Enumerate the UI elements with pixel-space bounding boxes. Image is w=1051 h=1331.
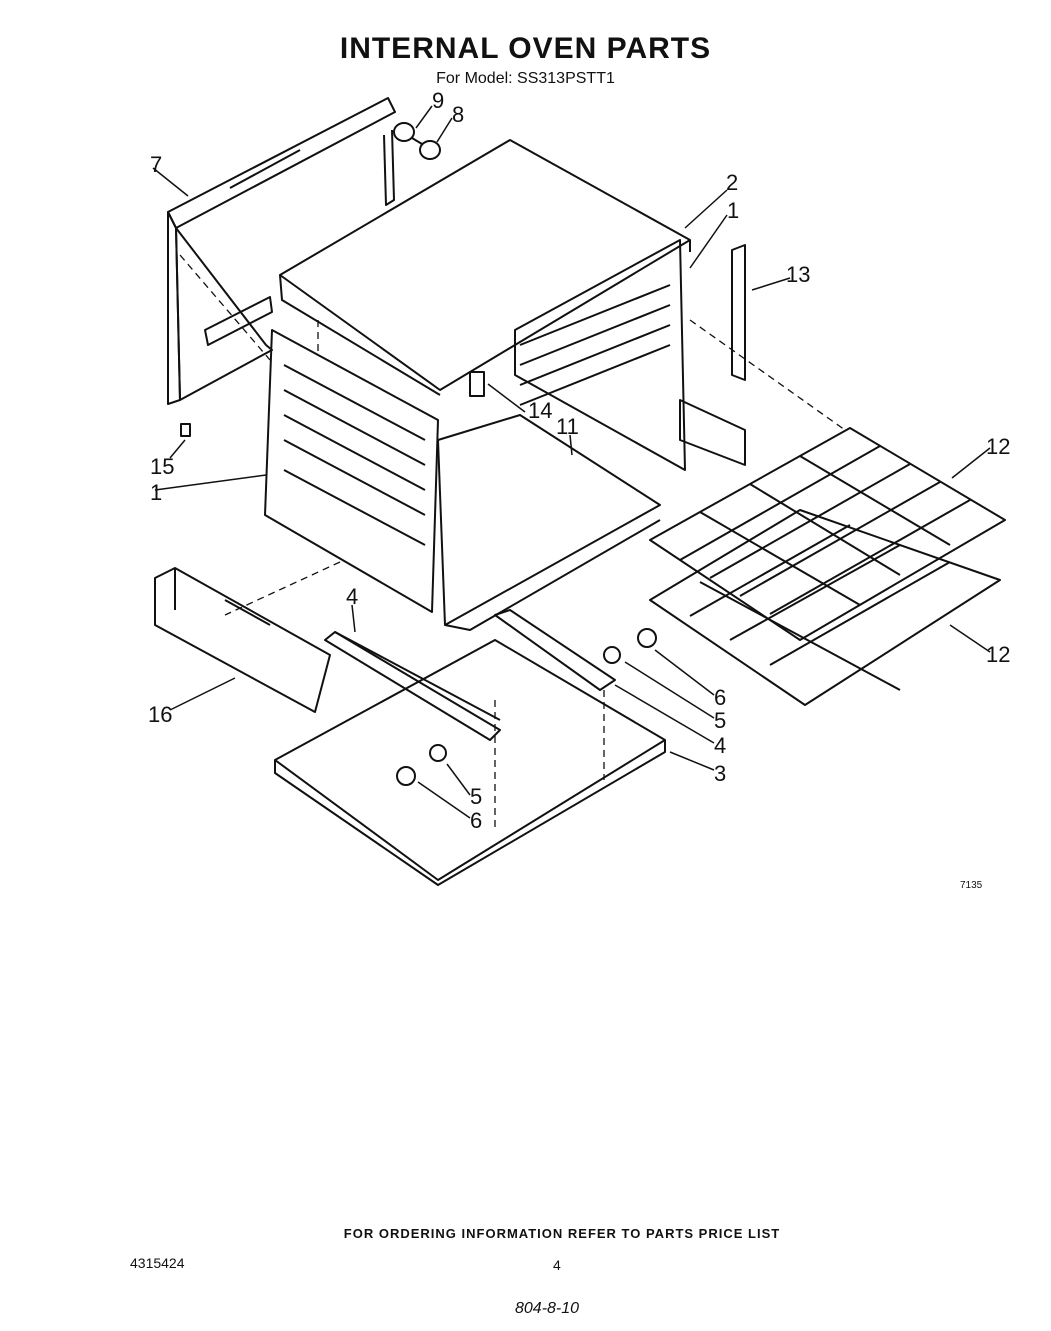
oven-bottom-part-11 — [437, 414, 661, 631]
side-panel-right-part-1 — [514, 239, 746, 471]
right-strip-part-13 — [731, 244, 746, 381]
callout-11: 11 — [556, 414, 579, 439]
callout-5-right: 5 — [714, 708, 726, 733]
oven-rack-lower-part-12 — [649, 509, 1001, 706]
rear-panel-part-7 — [167, 97, 396, 405]
callout-3: 3 — [714, 761, 726, 786]
callout-4-right: 4 — [714, 733, 726, 758]
callout-4-left: 4 — [346, 584, 358, 609]
handwritten-note: 804-8-10 — [515, 1300, 580, 1317]
callout-7: 7 — [150, 152, 162, 177]
front-trim-part-16 — [154, 567, 331, 713]
page-number: 4 — [553, 1257, 561, 1273]
rail-left-part-4 — [324, 631, 501, 741]
callout-13: 13 — [786, 262, 810, 287]
callout-12-lower: 12 — [986, 642, 1010, 667]
callout-5-left: 5 — [470, 784, 482, 809]
diagram-code: 7135 — [960, 880, 983, 891]
callout-2: 2 — [726, 170, 738, 195]
side-panel-left-part-1 — [204, 296, 439, 613]
light-bulb-part-8 — [411, 137, 441, 160]
roller-cap-part-6 — [396, 628, 657, 786]
bracket-part — [383, 129, 395, 206]
ordering-footer: FOR ORDERING INFORMATION REFER TO PARTS … — [343, 1226, 781, 1241]
bottom-tray-part-3 — [274, 639, 666, 886]
model-subtitle: For Model: SS313PSTT1 — [436, 70, 615, 87]
callout-8: 8 — [452, 102, 464, 127]
callout-leaders — [152, 105, 991, 819]
callout-6-left: 6 — [470, 808, 482, 833]
roller-part-5 — [429, 646, 621, 762]
document-number: 4315424 — [130, 1255, 185, 1271]
callout-6-right: 6 — [714, 685, 726, 710]
callout-12-upper: 12 — [986, 434, 1010, 459]
assembly-guide-lines — [179, 254, 846, 830]
callout-16: 16 — [148, 702, 172, 727]
callout-1-left: 1 — [150, 480, 162, 505]
callout-labels: 7 9 8 2 1 13 14 11 15 1 12 12 4 16 6 5 4… — [148, 88, 1010, 833]
clip-part-14 — [469, 371, 485, 397]
callout-15: 15 — [150, 454, 174, 479]
callout-14: 14 — [528, 398, 552, 423]
page-title: INTERNAL OVEN PARTS — [339, 32, 712, 65]
light-socket-part-9 — [393, 122, 415, 142]
callout-9: 9 — [432, 88, 444, 113]
rail-right-part-4 — [494, 609, 616, 691]
oven-top-part-2 — [279, 139, 691, 396]
callout-1-right: 1 — [727, 198, 739, 223]
screw-part-15 — [180, 423, 191, 437]
oven-rack-upper-part-12 — [649, 427, 1006, 641]
